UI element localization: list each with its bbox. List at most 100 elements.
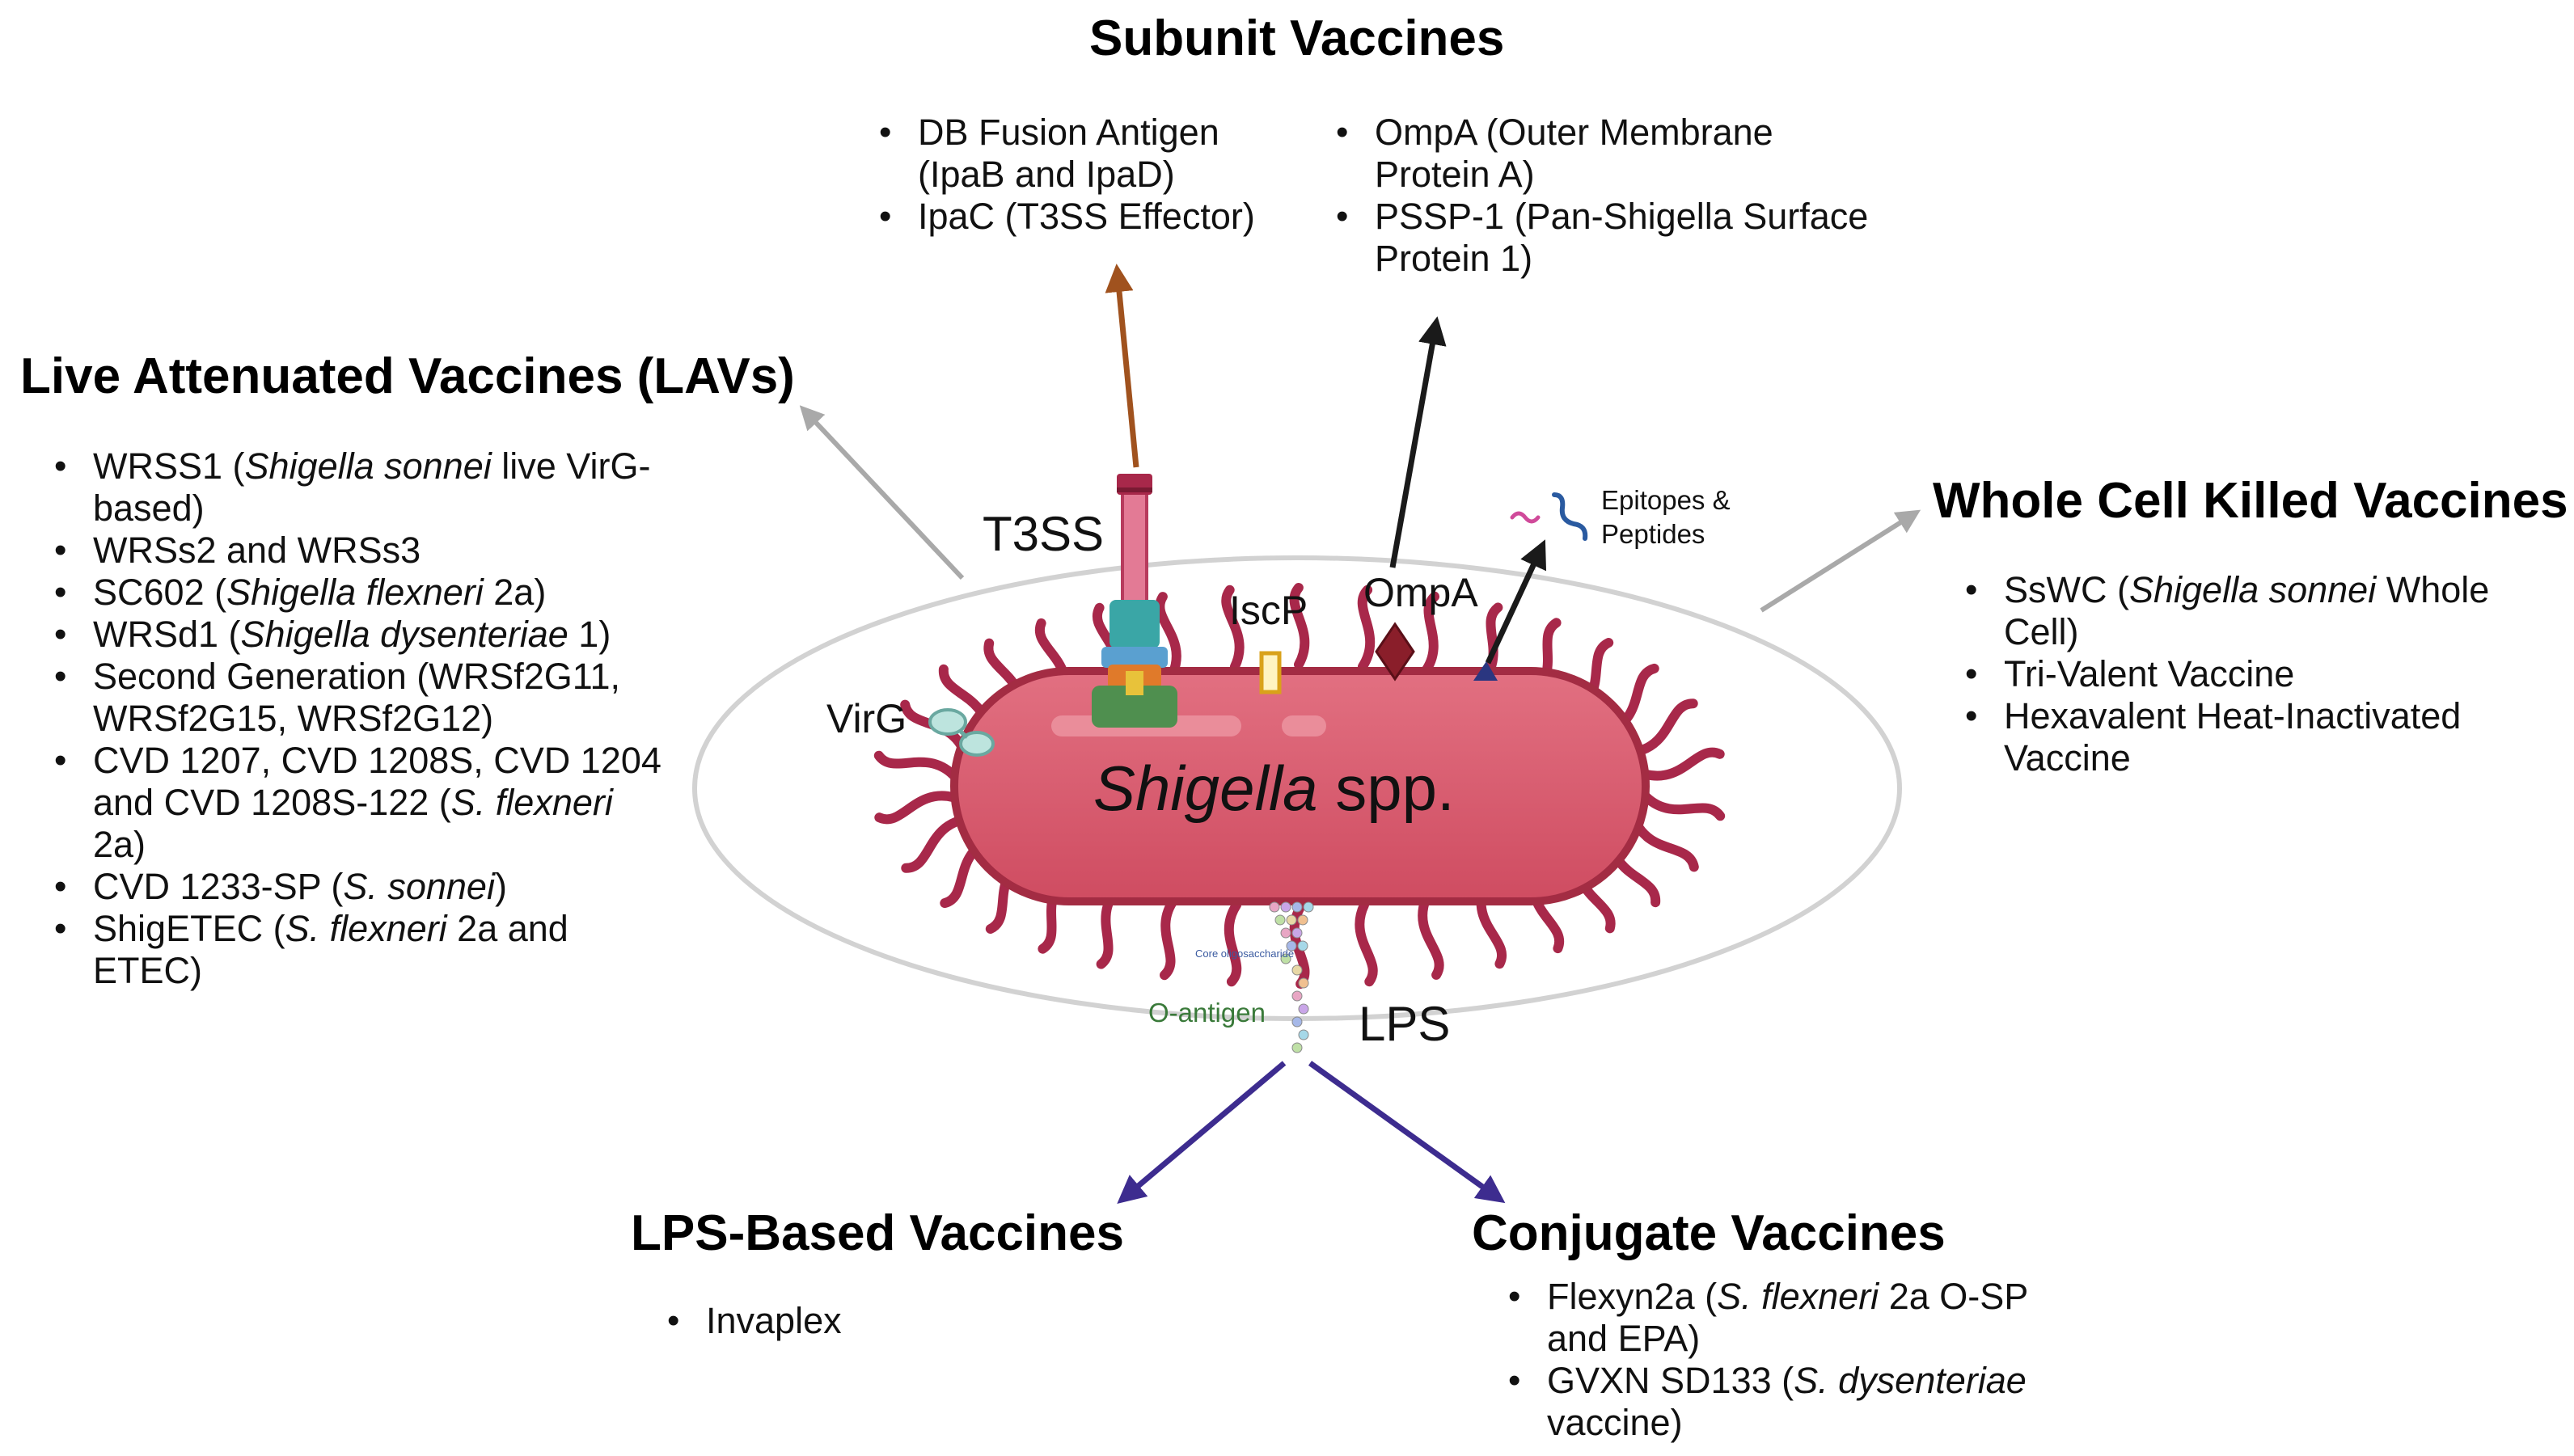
lps-bead: [1274, 914, 1286, 926]
list-item: WRSd1 (Shigella dysenteriae 1): [53, 614, 661, 656]
list-item-text: ): [494, 866, 507, 907]
lps-bead: [1303, 901, 1314, 913]
body-highlight-2: [1282, 715, 1326, 736]
list-item-text: S. flexneri: [1717, 1276, 1879, 1317]
lps-bead: [1298, 977, 1309, 989]
list-item-text: Protein 1): [1375, 238, 1533, 279]
lps-bead: [1291, 990, 1303, 1002]
flagellum: [1629, 698, 1698, 758]
list-item: vaccine): [1507, 1402, 2028, 1444]
heading-conjugate-vaccines: Conjugate Vaccines: [1472, 1205, 1946, 1261]
t3ss-icon: [1092, 474, 1177, 728]
epitope-squiggle-pink: [1510, 511, 1541, 524]
list-item: Hexavalent Heat-Inactivated: [1963, 695, 2574, 737]
list-item-text: CVD 1207, CVD 1208S, CVD 1204: [93, 740, 661, 781]
list-item: based): [53, 487, 661, 530]
flagellum: [1355, 900, 1378, 987]
list-item-text: ETEC): [93, 950, 202, 991]
list-item-text: S. flexneri: [450, 782, 613, 823]
list-item-text: 2a and: [446, 908, 568, 949]
label-virg: VirG: [826, 696, 907, 741]
lps-bead: [1298, 1003, 1309, 1015]
lps-bead: [1291, 901, 1303, 913]
heading-whole-cell-killed-vaccines: Whole Cell Killed Vaccines: [1933, 473, 2568, 529]
flagellum: [1155, 592, 1181, 678]
list-item: Tri-Valent Vaccine: [1963, 653, 2574, 695]
list-item-text: 2a): [93, 824, 146, 865]
list-item: WRSf2G15, WRSf2G12): [53, 698, 661, 740]
lps-bead: [1291, 1016, 1303, 1028]
list-item-text: S. dysenteriae: [1794, 1360, 2027, 1401]
list-item: DB Fusion Antigen: [877, 112, 1255, 154]
flagellum: [1641, 747, 1725, 781]
list-item-text: Tri-Valent Vaccine: [2004, 653, 2295, 694]
list-item-text: S. flexneri: [285, 908, 447, 949]
lps-bead: [1297, 940, 1308, 952]
arrow-to-lav: [799, 405, 965, 580]
label-lps: LPS: [1359, 997, 1451, 1051]
list-item-text: WRSf2G15, WRSf2G12): [93, 698, 494, 739]
list-item-text: Shigella sonnei: [2128, 569, 2377, 610]
heading-subunit-vaccines: Subunit Vaccines: [1089, 11, 1505, 66]
label-peptides: Peptides: [1601, 519, 1705, 549]
list-item-text: Vaccine: [2004, 737, 2131, 779]
epitope-squiggle-blue: [1552, 492, 1588, 541]
lps-bead: [1286, 940, 1297, 952]
lps-bead: [1280, 953, 1291, 964]
list-item: WRSs2 and WRSs3: [53, 530, 661, 572]
subunit-vaccine-list-left: DB Fusion Antigen(IpaB and IpaD)IpaC (T3…: [877, 112, 1255, 238]
list-item-text: vaccine): [1547, 1402, 1683, 1443]
list-item: (IpaB and IpaD): [877, 154, 1255, 196]
list-item-text: Whole Cell): [2004, 569, 2490, 652]
ompa-icon: [1375, 622, 1415, 682]
lps-chain-icon: [1269, 901, 1314, 1053]
list-item-text: Second Generation (WRSf2G11,: [93, 656, 620, 697]
list-item: GVXN SD133 (S. dysenteriae: [1507, 1360, 2028, 1402]
virg-icon: [928, 708, 995, 757]
list-item-text: OmpA (Outer Membrane: [1375, 112, 1773, 153]
flagellum: [1289, 583, 1310, 669]
lps-bead: [1298, 1029, 1309, 1040]
list-item: and EPA): [1507, 1318, 2028, 1360]
list-item: Invaplex: [666, 1300, 842, 1342]
lps-bead: [1291, 1042, 1303, 1053]
lps-vaccine-list: Invaplex: [666, 1300, 842, 1342]
label-core-oligosaccharide: Core oligosaccharide: [1195, 947, 1295, 960]
list-item-text: Hexavalent Heat-Inactivated: [2004, 695, 2462, 736]
list-item-text: PSSP-1 (Pan-Shigella Surface: [1375, 196, 1869, 237]
label-epitopes: Epitopes &: [1601, 485, 1731, 515]
flagellum: [1418, 893, 1444, 980]
list-item-text: WRSS1 (: [93, 445, 245, 487]
list-item: 2a): [53, 824, 661, 866]
label-shigella-spp: Shigella spp.: [1093, 752, 1455, 825]
list-item: Flexyn2a (S. flexneri 2a O-SP: [1507, 1276, 2028, 1318]
arrow-to-lps-vaccines: [1117, 1061, 1287, 1205]
list-item-text: IpaC (T3SS Effector): [918, 196, 1255, 237]
flagellum: [1419, 591, 1439, 677]
list-item: IpaC (T3SS Effector): [877, 196, 1255, 238]
lps-bead: [1297, 914, 1308, 926]
list-item-text: SC602 (: [93, 572, 227, 613]
list-item-text: SsWC (: [2004, 569, 2129, 610]
list-item: CVD 1207, CVD 1208S, CVD 1204: [53, 740, 661, 782]
lps-bead: [1280, 901, 1291, 913]
list-item: Second Generation (WRSf2G11,: [53, 656, 661, 698]
list-item: SsWC (Shigella sonnei Whole Cell): [1963, 569, 2574, 653]
list-item-text: Flexyn2a (: [1547, 1276, 1718, 1317]
label-ompa: OmpA: [1363, 570, 1478, 615]
label-shigella-genus: Shigella: [1093, 753, 1318, 824]
protein-triangle-icon: [1473, 661, 1498, 681]
lps-bead: [1291, 927, 1303, 939]
list-item-text: and EPA): [1547, 1318, 1701, 1359]
flagellum: [1357, 585, 1376, 672]
list-item-text: based): [93, 487, 205, 529]
list-item-text: and CVD 1208S-122 (: [93, 782, 451, 823]
heading-lps-based-vaccines: LPS-Based Vaccines: [631, 1205, 1124, 1261]
flagellum: [873, 750, 958, 780]
flagellum: [1221, 585, 1245, 672]
list-item: Vaccine: [1963, 737, 2574, 779]
list-item-text: 2a): [483, 572, 547, 613]
